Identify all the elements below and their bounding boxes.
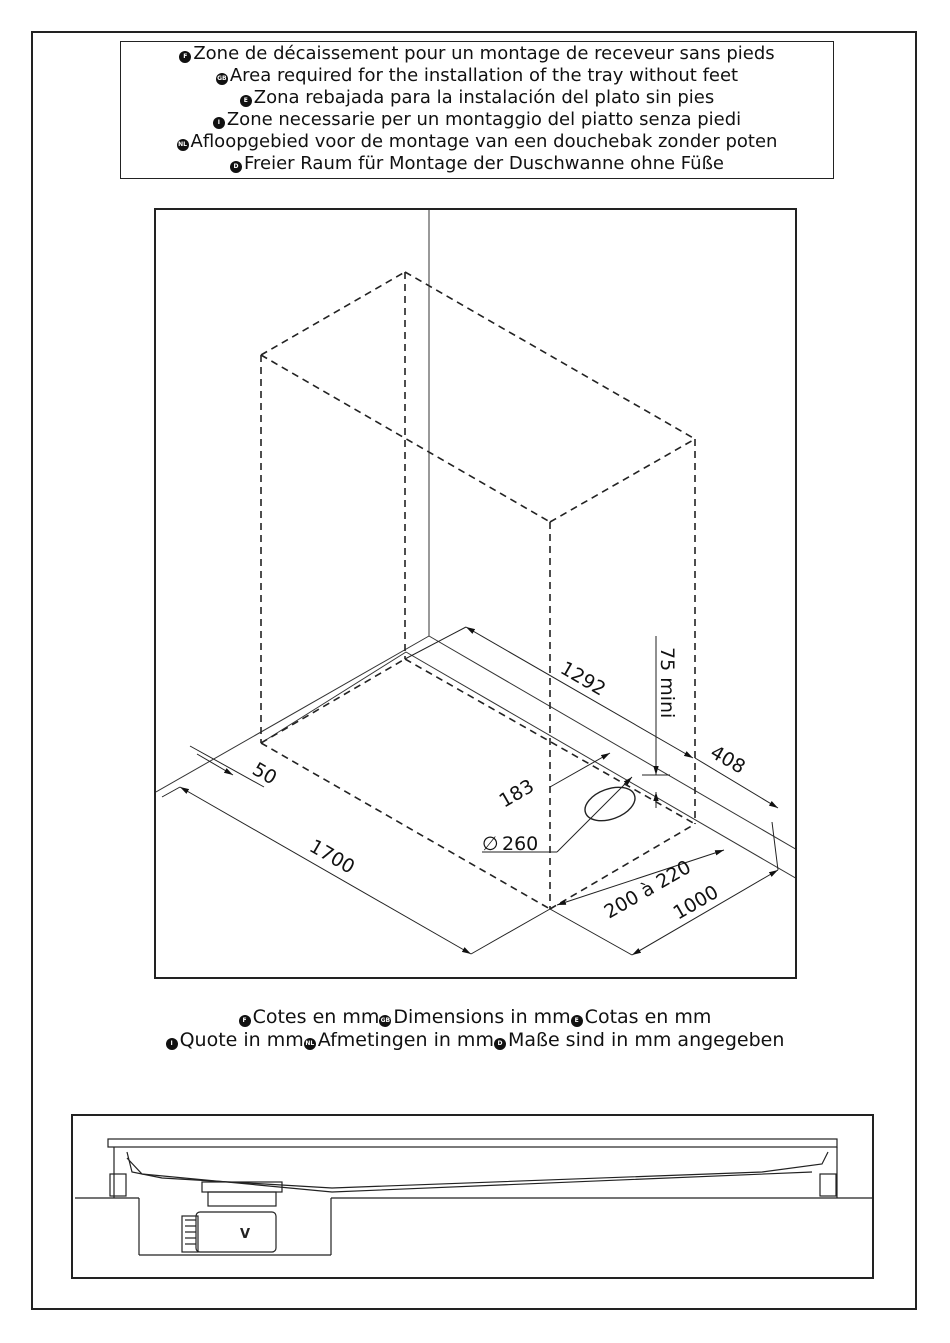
- units-text-nl: Afmetingen in mm: [317, 1029, 494, 1051]
- flag-es-icon: E: [570, 1015, 583, 1027]
- flag-de-icon: D: [229, 161, 242, 173]
- title-text-fr: Zone de décaissement pour un montage de …: [193, 43, 775, 64]
- flag-nl-icon: NL: [176, 139, 189, 151]
- title-text-gb: Area required for the installation of th…: [229, 65, 739, 86]
- units-text-de: Maße sind in mm angegeben: [507, 1029, 785, 1051]
- flag-it-icon: I: [212, 117, 225, 129]
- flag-fr-icon: F: [179, 51, 192, 63]
- flag-es-icon: E: [239, 95, 252, 107]
- flag-nl-icon: NL: [303, 1038, 316, 1050]
- tray-foot-right: [819, 1173, 837, 1197]
- drain-outlet: [181, 1215, 199, 1253]
- drain-trap: [195, 1211, 277, 1253]
- dim-drain-diameter: 260: [502, 833, 538, 855]
- flag-fr-icon: F: [238, 1015, 251, 1027]
- isometric-diagram: 1700 1000 200 à 220 50 1292 408 183 ∅ 26…: [154, 208, 797, 979]
- dim-offset-50: 50: [249, 758, 281, 789]
- recess-volume: [260, 271, 696, 910]
- page-frame: [31, 31, 917, 1310]
- flag-de-icon: D: [493, 1038, 506, 1050]
- flag-it-icon: I: [165, 1038, 178, 1050]
- units-text-es: Cotas en mm: [584, 1006, 712, 1028]
- flag-gb-icon: GB: [215, 73, 228, 85]
- dim-min-depth: 75 mini: [656, 647, 678, 718]
- cross-section-drawing: V: [75, 1138, 874, 1256]
- dim-offset-408: 408: [707, 741, 749, 778]
- drain-body-top: [207, 1191, 277, 1207]
- drain-logo-icon: V: [240, 1227, 250, 1242]
- title-text-nl: Afloopgebied voor de montage van een dou…: [190, 131, 778, 152]
- tray-cross-section: V: [71, 1114, 874, 1279]
- dim-offset-183: 183: [496, 775, 538, 812]
- dimension-lines: [161, 626, 779, 956]
- units-text-gb: Dimensions in mm: [393, 1006, 571, 1028]
- tray-basin: [126, 1151, 829, 1189]
- tray-foot-left: [109, 1173, 127, 1197]
- title-text-de: Freier Raum für Montage der Duschwanne o…: [243, 153, 724, 174]
- drain-hole: [584, 786, 636, 822]
- room-lines: [156, 210, 795, 879]
- tray-rim: [107, 1138, 838, 1148]
- units-text-it: Quote in mm: [179, 1029, 304, 1051]
- dim-diameter-symbol: ∅: [482, 833, 499, 855]
- title-text-it: Zone necessarie per un montaggio del pia…: [226, 109, 742, 130]
- dim-length: 1700: [306, 835, 359, 878]
- isometric-drawing: 1700 1000 200 à 220 50 1292 408 183 ∅ 26…: [156, 210, 795, 956]
- title-text-es: Zona rebajada para la instalación del pl…: [253, 87, 715, 108]
- flag-gb-icon: GB: [379, 1015, 392, 1027]
- units-text-fr: Cotes en mm: [252, 1006, 380, 1028]
- tray-underside: [126, 1157, 813, 1193]
